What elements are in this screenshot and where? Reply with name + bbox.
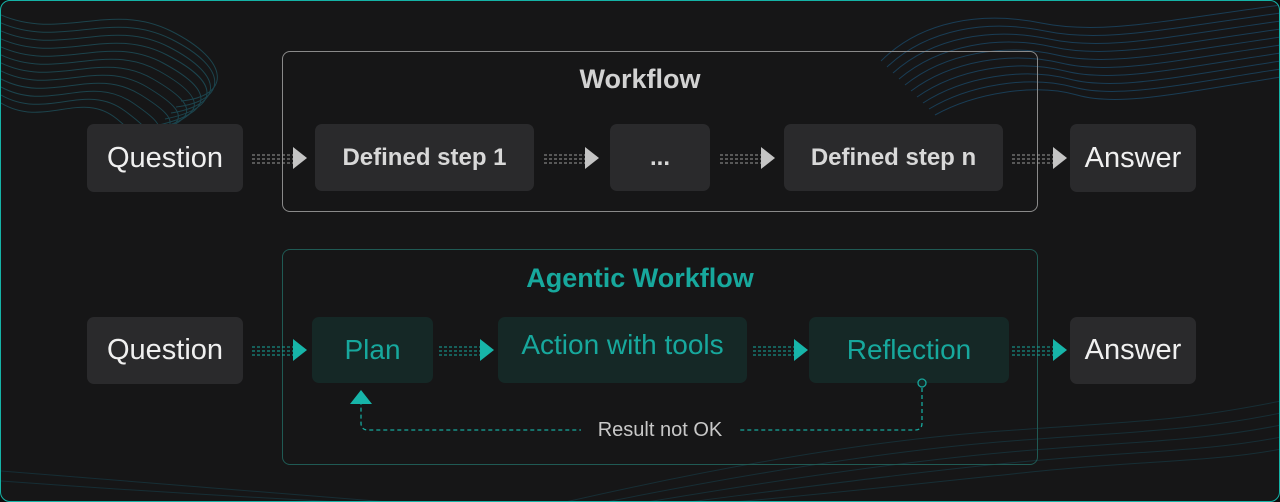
- arrow-reflection-to-answer: [1012, 346, 1053, 356]
- arrow-step1-to-ellipsis: [544, 154, 585, 164]
- arrowhead-action-to-reflection: [794, 339, 808, 361]
- arrow-question-to-step1: [252, 154, 293, 164]
- feedback-loop-arrowhead: [350, 390, 372, 404]
- arrowhead-question-to-plan: [293, 339, 307, 361]
- agentic-question-node: Question: [87, 317, 243, 384]
- arrow-plan-to-action: [439, 346, 480, 356]
- feedback-loop-path: [360, 388, 923, 431]
- workflow-step-n-node: Defined step n: [784, 124, 1003, 191]
- workflow-title: Workflow: [579, 64, 701, 94]
- arrow-question-to-plan: [252, 346, 293, 356]
- workflow-answer-node: Answer: [1070, 124, 1196, 192]
- arrowhead-ellipsis-to-stepn: [761, 147, 775, 169]
- arrowhead-stepn-to-answer: [1053, 147, 1067, 169]
- arrow-stepn-to-answer: [1012, 154, 1053, 164]
- feedback-label: Result not OK: [581, 417, 739, 443]
- arrow-ellipsis-to-stepn: [720, 154, 761, 164]
- arrowhead-reflection-to-answer: [1053, 339, 1067, 361]
- reflection-node: Reflection: [809, 317, 1009, 383]
- plan-node: Plan: [312, 317, 433, 383]
- feedback-loop-origin: [917, 378, 927, 388]
- workflow-step-ellipsis-node: ...: [610, 124, 710, 191]
- arrowhead-step1-to-ellipsis: [585, 147, 599, 169]
- workflow-question-node: Question: [87, 124, 243, 192]
- workflow-group: [282, 51, 1038, 212]
- arrowhead-question-to-step1: [293, 147, 307, 169]
- agentic-answer-node: Answer: [1070, 317, 1196, 384]
- agentic-workflow-group: [282, 249, 1038, 465]
- action-with-tools-node: Action with tools: [498, 317, 747, 383]
- workflow-step-1-node: Defined step 1: [315, 124, 534, 191]
- agentic-workflow-title: Agentic Workflow: [526, 263, 754, 293]
- arrow-action-to-reflection: [753, 346, 794, 356]
- arrowhead-plan-to-action: [480, 339, 494, 361]
